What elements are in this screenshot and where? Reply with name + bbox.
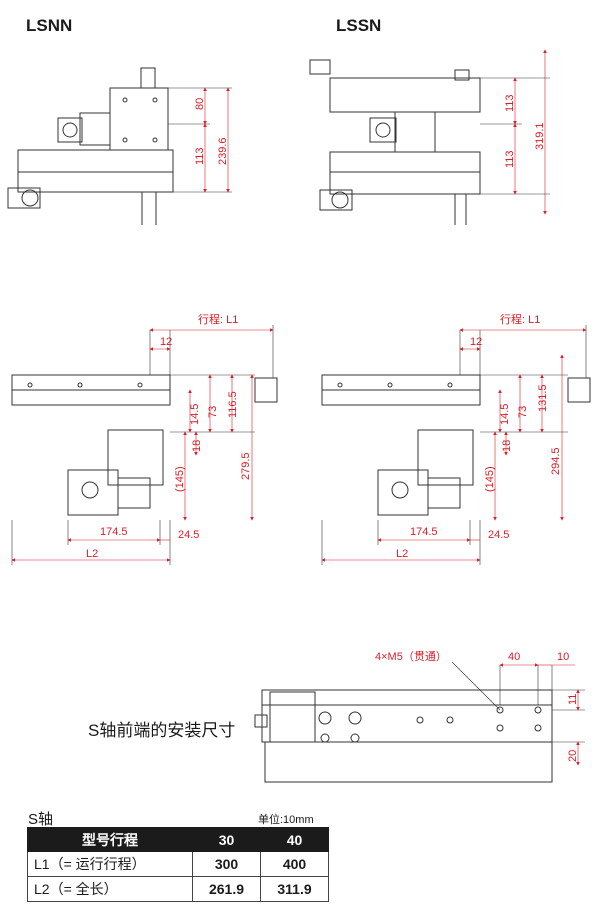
table-unit: 单位:10mm: [258, 814, 314, 826]
dim-24-5: 24.5: [178, 529, 199, 541]
dim-12: 12: [160, 336, 172, 348]
lsnn-side-view: [7, 67, 174, 225]
dim-20: 20: [567, 750, 579, 762]
dim-24-5-right: 24.5: [488, 529, 509, 541]
front-dimensions: [451, 661, 585, 766]
dim-174-5: 174.5: [100, 526, 128, 538]
dim-14-5-right: 14.5: [499, 404, 511, 425]
dim-10: 10: [557, 651, 569, 663]
header-30: 30: [192, 827, 261, 852]
dim-11: 11: [567, 694, 579, 705]
dim-116-5: 116.5: [227, 391, 239, 418]
dim-174-5-right: 174.5: [410, 526, 438, 538]
row-label-l1: L1（= 运行行程）: [27, 851, 193, 877]
lssn-dimensions: [480, 49, 550, 215]
dim-131-5: 131.5: [537, 384, 549, 412]
table-row: L1（= 运行行程） 300 400: [27, 851, 329, 877]
title-lssn: LSSN: [336, 16, 382, 35]
dim-145: (145): [174, 466, 186, 492]
dim-113-upper: 113: [504, 94, 516, 112]
dim-l2-right: L2: [396, 548, 408, 560]
dim-stroke-l1-right: 行程: L1: [500, 313, 540, 326]
header-model-stroke: 型号行程: [27, 827, 193, 852]
dim-73-right: 73: [517, 406, 529, 418]
front-mounting-caption: S轴前端的安装尺寸: [88, 721, 236, 740]
dim-14-5: 14.5: [189, 404, 201, 425]
header-40: 40: [260, 827, 329, 852]
front-mounting-view: [254, 689, 553, 783]
cell-l1-40: 400: [260, 851, 329, 877]
lssn-top-dimensions: [321, 325, 587, 565]
spec-table: 型号行程 30 40 L1（= 运行行程） 300 400 L2（= 全长） 2…: [27, 827, 329, 902]
cell-l2-40: 311.9: [260, 876, 329, 902]
cell-l1-30: 300: [192, 851, 261, 877]
dim-239-6: 239.6: [217, 137, 229, 165]
spec-table-header: 型号行程 30 40: [27, 827, 329, 852]
dim-stroke-l1: 行程: L1: [198, 313, 238, 326]
dim-145-right: (145): [484, 466, 496, 492]
lsnn-top-dimensions: [11, 325, 274, 565]
lsnn-top-view: [11, 374, 278, 516]
lssn-top-view: [321, 374, 591, 516]
dim-73: 73: [207, 406, 219, 418]
title-lsnn: LSNN: [26, 16, 73, 35]
dim-279-5: 279.5: [240, 452, 252, 480]
dim-18: 18: [191, 440, 203, 452]
dim-294-5: 294.5: [550, 447, 562, 475]
dim-18-right: 18: [501, 440, 513, 452]
dim-113: 113: [194, 147, 206, 165]
dim-113-lower: 113: [504, 150, 516, 168]
dim-holes: 4×M5（贯通）: [375, 650, 447, 663]
dim-40: 40: [508, 651, 520, 663]
dim-80: 80: [194, 98, 206, 110]
dim-12-right: 12: [470, 336, 482, 348]
cell-l2-30: 261.9: [192, 876, 261, 902]
dim-319-1: 319.1: [534, 122, 546, 150]
table-row: L2（= 全长） 261.9 311.9: [27, 876, 329, 902]
lssn-side-view: [309, 59, 481, 225]
dim-l2: L2: [86, 548, 98, 560]
table-axis-title: S轴: [28, 811, 54, 828]
row-label-l2: L2（= 全长）: [27, 876, 193, 902]
lsnn-dimensions: [168, 87, 232, 193]
